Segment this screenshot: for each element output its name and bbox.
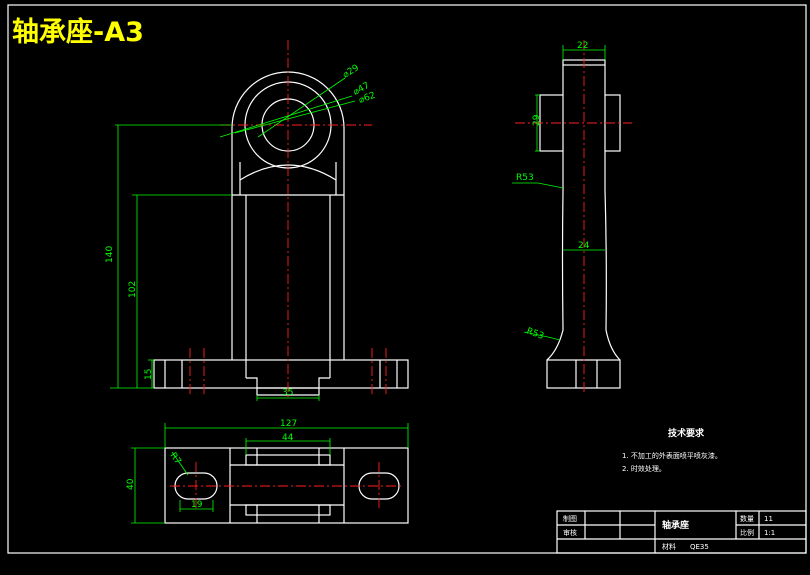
top-view: [164, 447, 409, 524]
drawing-title: 轴承座-A3: [12, 17, 144, 48]
reviewer-label: 审核: [563, 528, 577, 537]
side-view: [515, 40, 632, 395]
dim-15: 15: [144, 369, 154, 380]
top-view-dimensions: 127 44 R7 40 19: [126, 419, 409, 524]
material-label: 材料: [662, 542, 676, 551]
dim-35: 35: [282, 388, 293, 398]
drafter-label: 制图: [563, 514, 577, 523]
dim-22: 22: [577, 41, 588, 51]
part-name: 轴承座: [662, 519, 689, 531]
tech-item-1: 1. 不加工的外表面喷平喷灰漆。: [622, 451, 722, 460]
qty-value: 11: [764, 515, 773, 523]
dim-19: 19: [191, 500, 203, 510]
dim-d29: ⌀29: [341, 63, 361, 81]
tech-requirements: 技术要求 1. 不加工的外表面喷平喷灰漆。 2. 时效处理。: [622, 427, 722, 473]
dim-44: 44: [282, 433, 294, 443]
qty-label: 数量: [740, 514, 754, 523]
dim-102: 102: [128, 281, 138, 298]
front-view-dimensions: ⌀29 ⌀47 ⌀62 140 102 15 35: [105, 63, 377, 401]
tech-item-2: 2. 时效处理。: [622, 464, 666, 473]
dim-r53-bottom: R53: [525, 326, 545, 341]
title-block: 制图 审核 轴承座 数量 11 比例 1:1 材料 QE35: [556, 510, 807, 554]
dim-24: 24: [578, 241, 590, 251]
tech-heading: 技术要求: [668, 427, 705, 439]
dim-40: 40: [126, 478, 136, 490]
scale-value: 1:1: [764, 529, 775, 537]
side-view-dimensions: 22 29 R53 24 R53: [512, 41, 606, 342]
dim-140: 140: [105, 246, 115, 263]
dim-29: 29: [532, 114, 542, 126]
dim-r53-top: R53: [516, 173, 534, 183]
drawing-border: [7, 4, 807, 554]
material-value: QE35: [690, 543, 709, 551]
dim-127: 127: [280, 419, 297, 429]
front-view: [153, 40, 409, 400]
scale-label: 比例: [740, 528, 754, 537]
